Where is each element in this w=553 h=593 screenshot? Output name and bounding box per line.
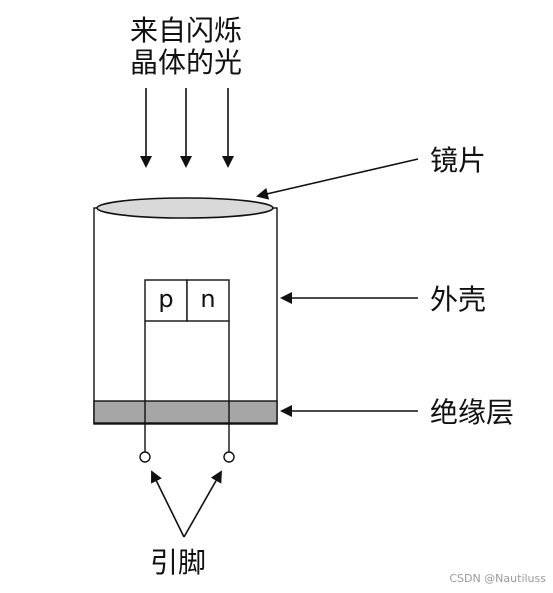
pin-terminal-left (139, 451, 151, 463)
lens (96, 197, 274, 219)
n-region-label: n (200, 285, 215, 313)
pin-terminal-right (223, 451, 235, 463)
lens-pointer (256, 158, 419, 200)
p-region (144, 279, 188, 322)
n-region (186, 279, 230, 322)
housing-label: 外壳 (430, 283, 486, 316)
lens-label: 镜片 (430, 144, 486, 177)
light-source-label-line2: 晶体的光 (130, 46, 242, 79)
light-source-label-line1: 来自闪烁 (130, 14, 242, 47)
watermark: CSDN @Nautiluss (449, 572, 546, 585)
p-region-label: p (158, 285, 173, 313)
insulation-layer (93, 400, 278, 424)
pins-label: 引脚 (150, 546, 206, 579)
insulation-label: 绝缘层 (430, 396, 514, 429)
pins-pointer-right (183, 470, 222, 538)
pins-pointer-left (151, 470, 185, 538)
